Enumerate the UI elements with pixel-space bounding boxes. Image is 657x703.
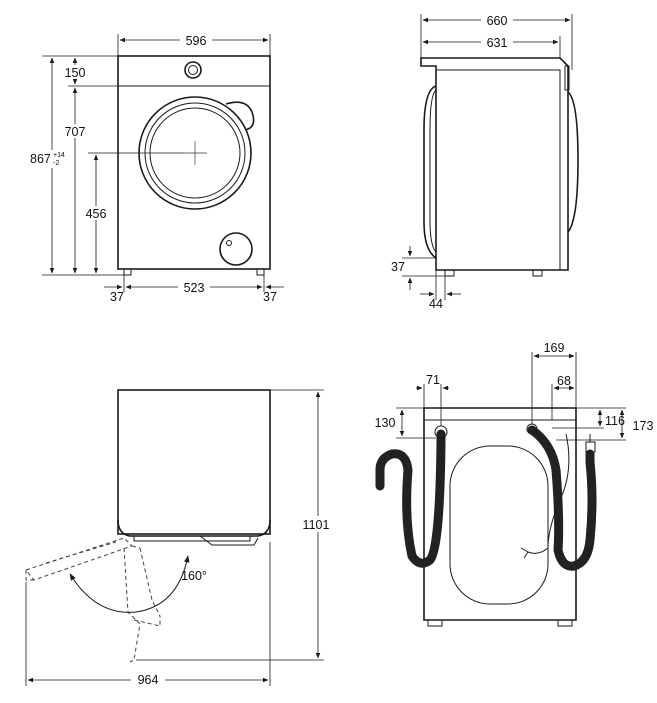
dim-depth-total: 660 <box>487 14 508 28</box>
top-body <box>117 389 271 535</box>
filter-cover <box>219 232 253 266</box>
dim-door-angle: 160° <box>181 569 207 583</box>
dim-side-foot-height: 37 <box>391 260 405 274</box>
dim-rear-right-h2: 173 <box>633 419 654 433</box>
dim-top-panel: 150 <box>65 66 86 80</box>
dim-rear-left-offset: 71 <box>426 373 440 387</box>
rear-view: 71 130 169 68 116 173 <box>375 341 656 627</box>
dim-foot-left: 37 <box>110 290 124 304</box>
side-view: 660 631 37 44 <box>391 13 579 311</box>
program-knob <box>184 61 202 79</box>
dim-depth-body: 631 <box>487 36 508 50</box>
drain-hose-left <box>375 425 448 568</box>
rear-body <box>423 407 577 621</box>
dim-open-depth: 964 <box>138 673 159 687</box>
dim-tol-plus: +14 <box>53 152 65 159</box>
front-body <box>117 55 271 270</box>
side-body <box>420 57 569 271</box>
dim-total-height: 867 <box>30 152 51 166</box>
front-view: 596 . 150 707 867 +14 -2 456 523 37 37 <box>28 33 284 304</box>
inlet-hose-right <box>526 423 597 571</box>
dim-foot-right: 37 <box>263 290 277 304</box>
power-cable <box>527 433 570 554</box>
dim-rear-left-height: 130 <box>375 416 396 430</box>
rear-panel <box>449 445 549 605</box>
dim-front-width: 596 <box>186 34 207 48</box>
dim-door-center: 456 <box>86 207 107 221</box>
dim-side-foot-offset: 44 <box>429 297 443 311</box>
dim-rear-right-offset: 68 <box>557 374 571 388</box>
dim-707: 707 <box>65 125 86 139</box>
opening-angle-arc <box>69 555 190 613</box>
dim-foot-span: 523 <box>184 281 205 295</box>
door-open-view: 160° 1101 964 <box>25 389 334 687</box>
dim-tol-minus: -2 <box>53 160 59 167</box>
dim-open-height: 1101 <box>303 518 330 532</box>
dim-rear-right-span: 169 <box>544 341 565 355</box>
